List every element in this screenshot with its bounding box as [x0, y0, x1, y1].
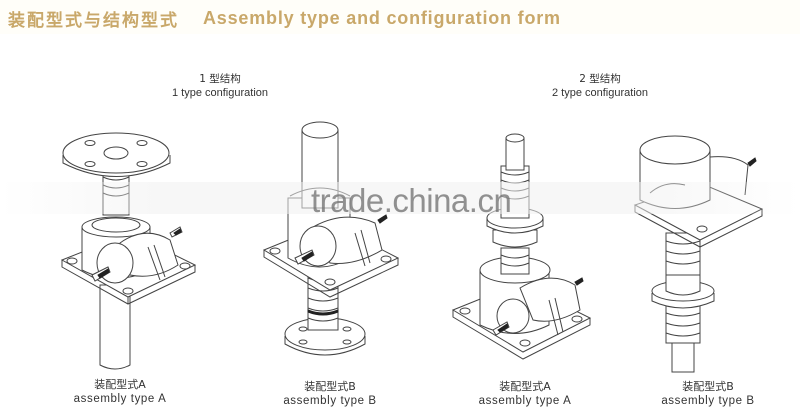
- caption-type2-B-cn: 装配型式B: [682, 380, 734, 393]
- caption-type1-B: 装配型式B assembly type B: [265, 380, 395, 408]
- screw-jack-type1-A-icon: [60, 132, 197, 370]
- caption-type1-B-cn: 装配型式B: [304, 380, 356, 393]
- caption-type2-B: 装配型式B assembly type B: [643, 380, 773, 408]
- caption-type2-A: 装配型式A assembly type A: [460, 380, 590, 408]
- caption-type1-A-en: assembly type A: [73, 393, 167, 405]
- caption-type2-A-en: assembly type A: [478, 395, 572, 407]
- group-title-type1: 1 型结构 1 type configuration: [150, 72, 290, 100]
- caption-type1-B-en: assembly type B: [283, 395, 377, 407]
- watermark-band: [0, 182, 800, 214]
- screw-jack-type1-B-icon: [262, 121, 400, 356]
- group-title-type2-cn: 2 型结构: [579, 73, 621, 85]
- caption-type2-A-cn: 装配型式A: [499, 380, 551, 393]
- header-title-cn: 装配型式与结构型式: [8, 10, 179, 31]
- group-title-type2-en: 2 type configuration: [551, 87, 648, 99]
- header-band: [0, 0, 800, 34]
- caption-type2-B-en: assembly type B: [661, 395, 755, 407]
- caption-type1-A-cn: 装配型式A: [94, 378, 146, 391]
- screw-jack-type2-B-icon: [633, 135, 764, 373]
- watermark: trade.china.cn: [311, 182, 512, 219]
- screw-jack-type2-A-icon: [451, 133, 592, 360]
- group-title-type1-cn: 1 型结构: [199, 73, 241, 85]
- group-title-type2: 2 型结构 2 type configuration: [530, 72, 670, 100]
- group-title-type1-en: 1 type configuration: [171, 87, 268, 99]
- page-header: 装配型式与结构型式 Assembly type and configuratio…: [8, 7, 561, 31]
- caption-type1-A: 装配型式A assembly type A: [55, 378, 185, 406]
- header-title-en: Assembly type and configuration form: [203, 7, 561, 28]
